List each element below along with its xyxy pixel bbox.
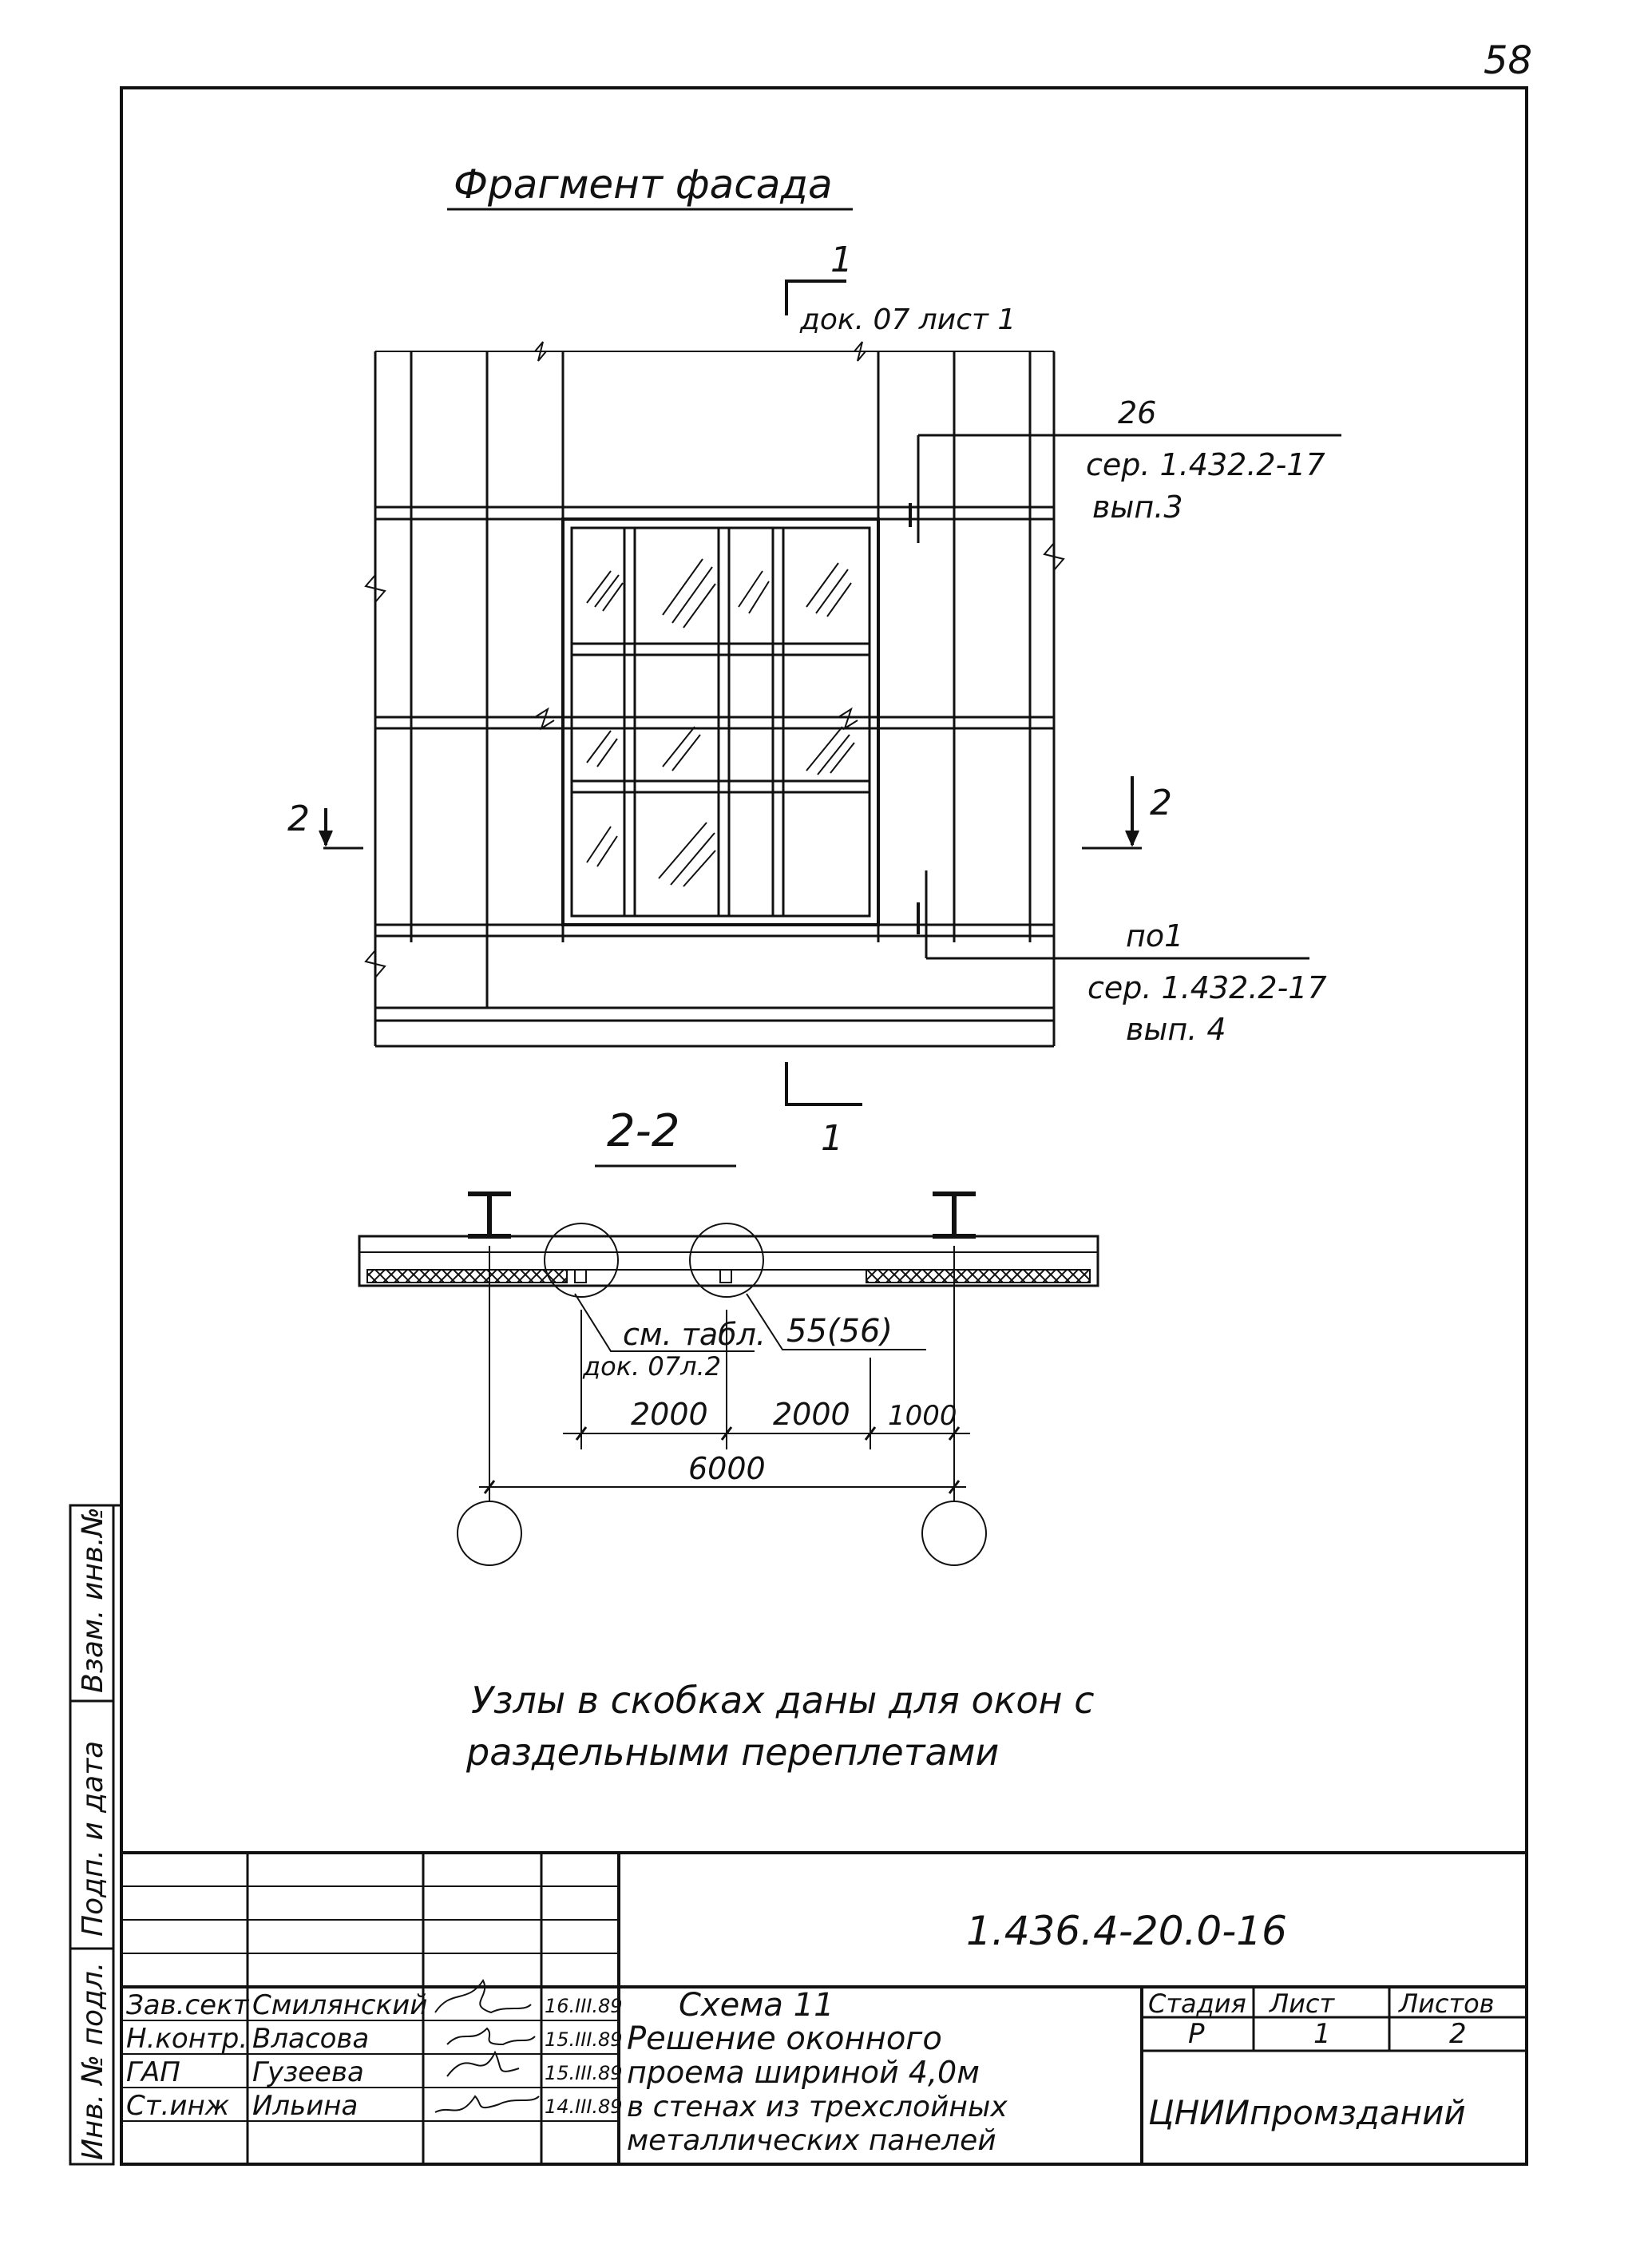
sheets-value: 2 [1449,2018,1467,2050]
side-label-sign-date: Подп. и дата [77,1740,109,1937]
note-line-2: раздельными переплетами [465,1731,999,1774]
sig-role-4: Ст.инж [126,2090,230,2122]
side-label-replaces: Взам. инв.№ [77,1507,109,1693]
sig-date-3: 15.III.89 [545,2062,623,2084]
signature-scribbles [434,1979,540,2113]
side-label-inv-no: Инв. № подл. [77,1961,109,2160]
drawing-title: Фрагмент фасада [454,161,833,208]
section-marker-bottom: 1 [785,1062,862,1159]
wall-section [358,1191,1099,1298]
page-number: 58 [1484,38,1532,83]
sig-role-3: ГАП [126,2056,180,2088]
window-block [561,517,880,926]
desc-line-5: металлических панелей [627,2124,996,2157]
dimension-lines [457,1246,987,1566]
sig-name-1: Смилянский [252,1989,427,2021]
section-notes [574,1293,926,1352]
callout-26-mark: 26 [1118,395,1156,430]
sig-date-1: 16.III.89 [545,1995,623,2017]
sheet-value: 1 [1313,2018,1331,2050]
callout-26-issue: вып.3 [1092,490,1183,525]
section-2-mark-right: 2 [1150,783,1172,823]
see-table-label: см. табл. [623,1317,766,1352]
sig-date-2: 15.III.89 [545,2028,623,2051]
side-stamp [69,1504,121,2166]
callout-po1-series: сер. 1.432.2-17 [1087,970,1327,1005]
dim-6000: 6000 [688,1451,766,1486]
desc-line-2: Решение оконного [627,2020,942,2057]
section-2-markers [319,776,1142,850]
note-line-1: Узлы в скобках даны для окон с [471,1679,1095,1722]
sig-role-2: Н.контр. [126,2023,248,2055]
dim-1000: 1000 [888,1400,957,1432]
section-1-mark-bottom: 1 [821,1118,843,1159]
section-1-mark-top: 1 [830,240,853,280]
section-2-mark-left: 2 [287,799,310,839]
sig-name-3: Гузеева [252,2056,364,2088]
callout-26: 26 сер. 1.432.2-17 вып.3 [909,395,1341,543]
callout-26-series: сер. 1.432.2-17 [1086,447,1325,482]
section-22-title: 2-2 [607,1105,679,1157]
callout-po1: по1 сер. 1.432.2-17 вып. 4 [917,870,1327,1047]
sig-name-4: Ильина [252,2090,358,2122]
callout-po1-mark: по1 [1126,918,1183,954]
node-label: 55(56) [786,1313,893,1350]
dim-2000-b: 2000 [773,1397,850,1432]
see-table-ref: док. 07л.2 [582,1351,721,1382]
desc-line-1: Схема 11 [679,1987,834,2024]
dim-2000-a: 2000 [631,1397,708,1432]
callout-po1-issue: вып. 4 [1126,1012,1226,1047]
sig-role-1: Зав.сект [126,1989,250,2021]
sig-date-4: 14.III.89 [545,2096,623,2118]
desc-line-4: в стенах из трехслойных [627,2091,1008,2123]
section-1-ref: док. 07 лист 1 [799,303,1016,336]
organization: ЦНИИпромзданий [1148,2093,1466,2132]
desc-line-3: проема шириной 4,0м [627,2055,980,2090]
section-marker-top: 1 док. 07 лист 1 [785,240,1016,336]
facade-fragment [364,341,1065,1048]
sheets-header: Листов [1398,1988,1495,2019]
stage-header: Стадия [1148,1988,1246,2019]
doc-number: 1.436.4-20.0-16 [966,1908,1287,1954]
stage-value: Р [1188,2018,1205,2050]
sheet-frame [120,86,1528,2166]
sheet-header: Лист [1269,1988,1335,2019]
sig-name-2: Власова [252,2023,369,2055]
title-block-grid [121,1851,1527,2164]
